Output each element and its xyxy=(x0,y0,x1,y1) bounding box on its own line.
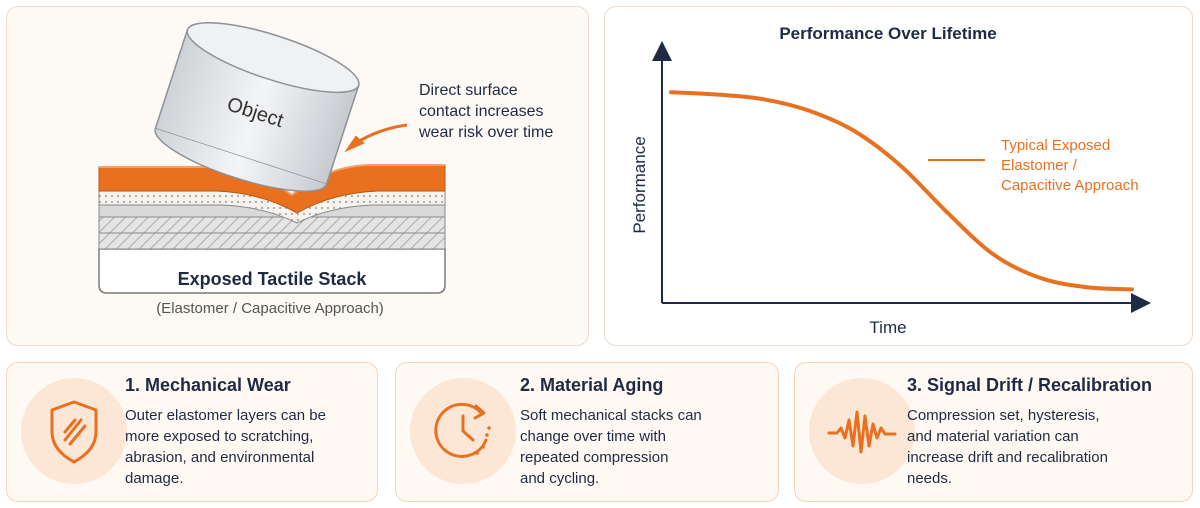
stack-base xyxy=(98,248,446,294)
series-label-line-3: Capacitive Approach xyxy=(1001,177,1139,194)
card-body: Soft mechanical stacks can change over t… xyxy=(520,407,702,487)
card-body: Compression set, hysteresis, and materia… xyxy=(907,407,1108,487)
y-axis-label: Performance xyxy=(630,136,649,233)
callout-arrow xyxy=(344,123,408,153)
card-mechanical-wear: 1. Mechanical Wear Outer elastomer layer… xyxy=(6,362,378,502)
series-group xyxy=(669,90,1134,292)
x-axis-label: Time xyxy=(869,318,906,337)
clock-icon xyxy=(410,378,516,484)
callout-line-1: Direct surface xyxy=(419,82,518,99)
performance-chart-panel: Performance Over Lifetime Time Performan… xyxy=(604,6,1193,346)
performance-chart: Performance Over Lifetime Time Performan… xyxy=(630,24,1151,337)
waveform-icon xyxy=(809,378,915,484)
series-label-line-1: Typical Exposed xyxy=(1001,137,1110,154)
stack-diagram: Object Direct surface contact increases … xyxy=(98,21,553,317)
stack-diagram-panel: Object Direct surface contact increases … xyxy=(6,6,589,346)
callout-line-3: wear risk over time xyxy=(418,124,553,141)
callout-line-2: contact increases xyxy=(419,103,544,120)
card-material-aging: 2. Material Aging Soft mechanical stacks… xyxy=(395,362,779,502)
object-cylinder: Object xyxy=(154,21,360,192)
card-title: 1. Mechanical Wear xyxy=(125,375,291,395)
card-body: Outer elastomer layers can be more expos… xyxy=(125,407,326,487)
card-title: 3. Signal Drift / Recalibration xyxy=(907,375,1153,395)
shield-scratch-icon xyxy=(21,378,127,484)
series-line-0 xyxy=(669,90,1134,292)
stack-subtitle: (Elastomer / Capacitive Approach) xyxy=(156,300,384,317)
series-label-line-2: Elastomer / xyxy=(1001,157,1078,174)
stack-layers xyxy=(98,164,446,250)
stack-title: Exposed Tactile Stack xyxy=(178,269,368,289)
card-title: 2. Material Aging xyxy=(520,375,664,395)
card-signal-drift: 3. Signal Drift / Recalibration Compress… xyxy=(794,362,1193,502)
chart-title: Performance Over Lifetime xyxy=(779,24,996,43)
